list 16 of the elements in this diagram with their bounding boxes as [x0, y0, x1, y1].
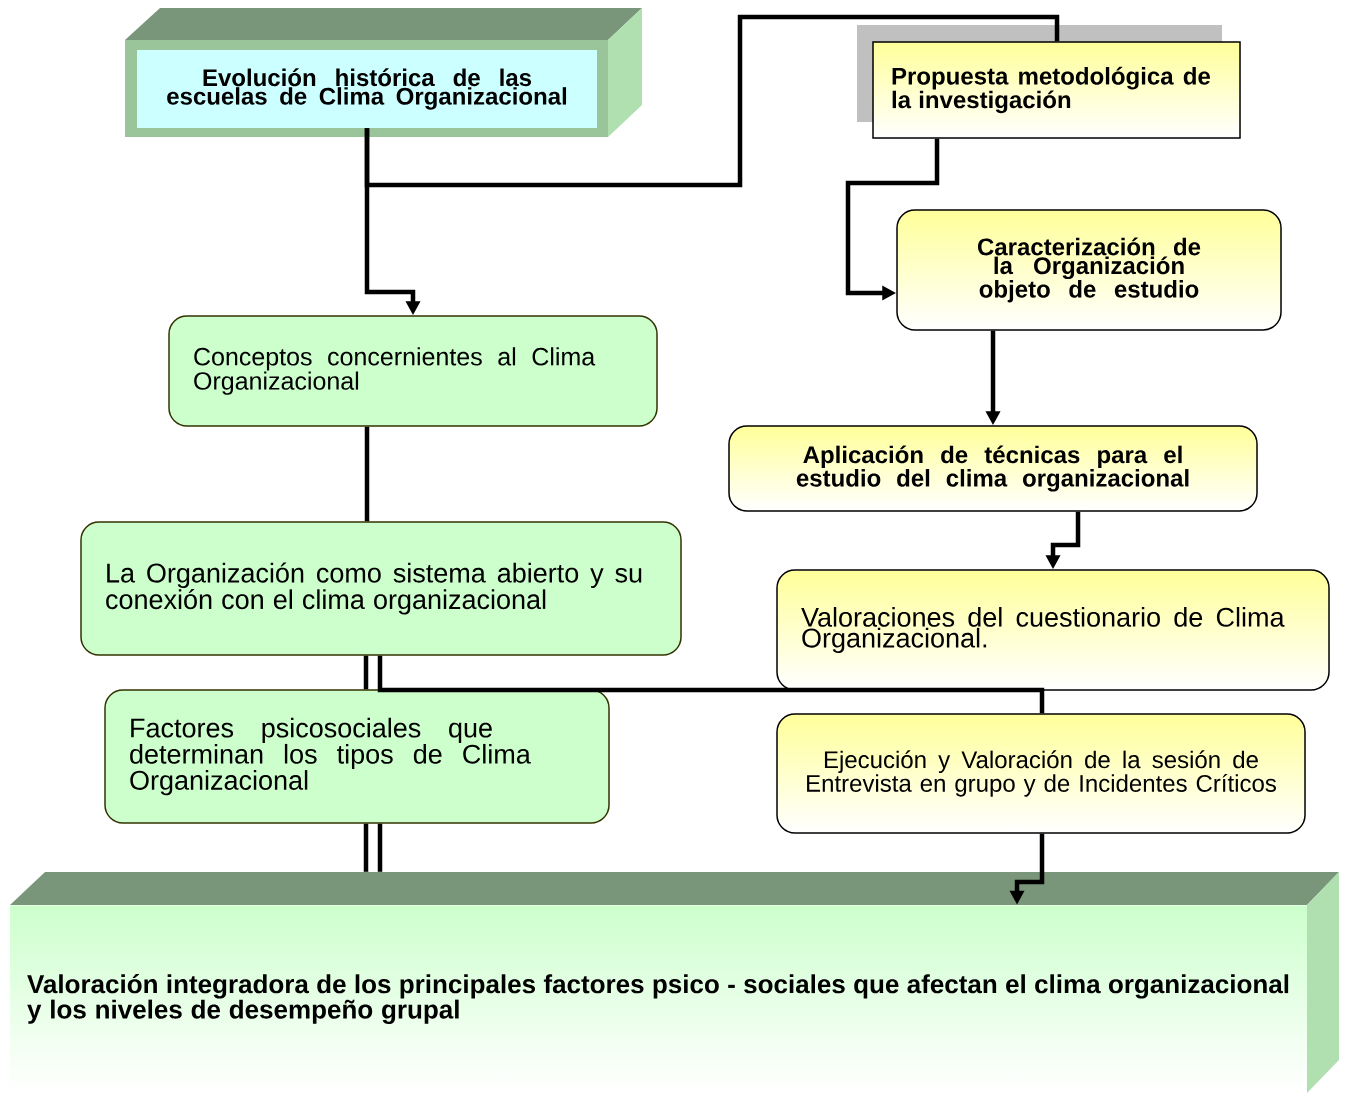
shadowed-box: Propuesta metodológica de la investigación: [857, 25, 1241, 139]
connector: [363, 823, 369, 872]
rounded-box: Valoraciones del cuestionario de Clima Organizacional.: [776, 569, 1330, 691]
raised-result-block: Valoración integradora de los principales factores psico - sociales que afectan el clima organizacional y los niveles de desempeño grupal: [10, 872, 1339, 1093]
rounded-box: Aplicación de técnicas para el estudio del clima organizacional: [728, 425, 1258, 512]
rounded-box: Factores psicosociales que determinan los tipos de Clima Organizacional: [104, 689, 610, 824]
connector: [363, 655, 369, 690]
raised-title-block: Evolución histórica de las escuelas de Clima Organizacional: [125, 8, 642, 137]
connector: [377, 655, 1045, 714]
connector: [377, 823, 383, 872]
connector: [364, 426, 370, 522]
rounded-box: Ejecución y Valoración de la sesión de Entrevista en grupo y de Incidentes Críticos: [776, 713, 1306, 834]
rounded-box: Caracterización de la Organización objeto de estudio: [896, 209, 1282, 331]
rounded-box: Conceptos concernientes al Clima Organizacional: [168, 315, 658, 427]
rounded-box: La Organización como sistema abierto y su conexión con el clima organizacional: [80, 521, 682, 656]
connector: [364, 14, 1060, 188]
